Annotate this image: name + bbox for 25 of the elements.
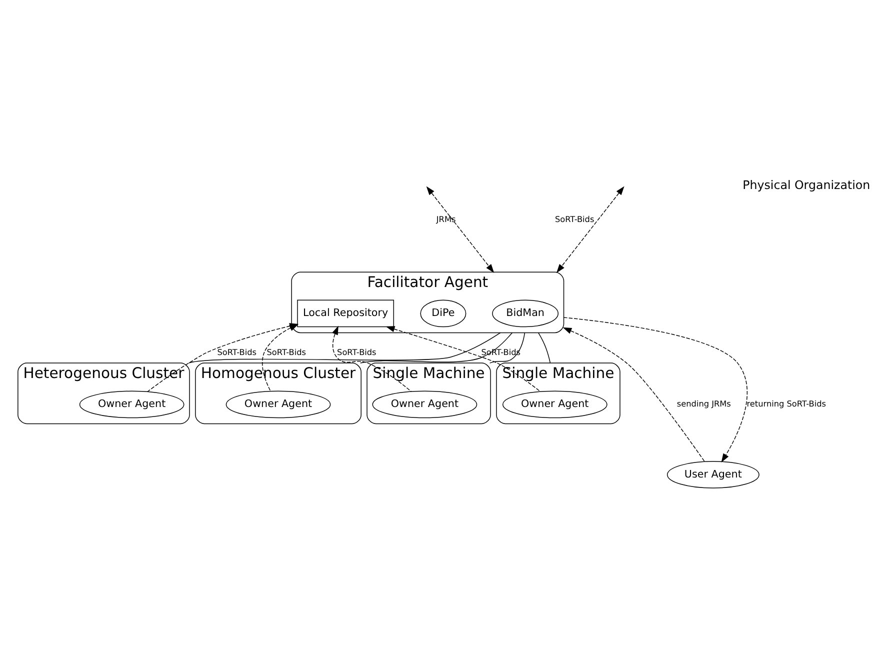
edge-label: SoRT-Bids xyxy=(216,346,256,357)
arrow xyxy=(562,317,748,462)
arrow xyxy=(332,326,412,392)
arrow xyxy=(556,186,624,273)
label: Physical Organization xyxy=(742,178,870,192)
node-ellipse: User Agent xyxy=(666,461,759,488)
arrow xyxy=(562,327,704,462)
node-ellipse: DiPe xyxy=(420,300,466,328)
edge-label: SoRT-Bids xyxy=(266,346,306,357)
edge-label: SoRT-Bids xyxy=(554,214,594,224)
node-box: Local Repository xyxy=(296,300,394,328)
edge-label: JRMs xyxy=(436,214,456,224)
connector xyxy=(360,332,512,364)
edge-label: sending JRMs xyxy=(676,398,730,409)
node-ellipse: Owner Agent xyxy=(502,390,607,418)
node-ellipse: BidMan xyxy=(492,300,558,328)
node-ellipse: Owner Agent xyxy=(372,390,477,418)
node-ellipse: Owner Agent xyxy=(78,390,184,418)
arrow xyxy=(385,326,540,392)
node-ellipse: Owner Agent xyxy=(225,390,330,418)
edge-label: returning SoRT-Bids xyxy=(746,398,826,409)
connector xyxy=(537,332,550,364)
connector xyxy=(188,332,500,364)
edge-label: SoRT-Bids xyxy=(336,346,376,357)
arrow xyxy=(426,186,494,273)
